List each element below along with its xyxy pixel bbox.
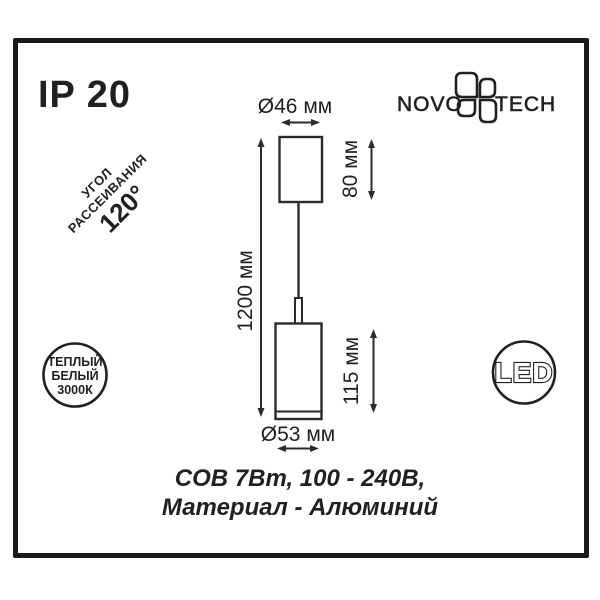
dim-body-height: 115 мм — [340, 329, 377, 413]
dim-suspension-length: 1200 мм — [234, 138, 265, 417]
dim-suspension-length-label: 1200 мм — [234, 250, 257, 331]
novotech-logo: NOVO TECH — [397, 71, 556, 124]
dim-canopy-diameter-label: Ø46 мм — [258, 95, 332, 118]
dim-body-height-label: 115 мм — [340, 337, 363, 405]
arrowhead-up-icon — [368, 139, 375, 148]
arrowhead-left-icon — [277, 445, 286, 452]
warm-white-badge-circle — [42, 342, 108, 408]
arrowhead-down-icon — [257, 408, 265, 417]
border-frame — [13, 38, 589, 558]
warm-white-badge: ТЕПЛЫЙ БЕЛЫЙ 3000К — [42, 342, 108, 408]
warm-white-line-2: БЕЛЫЙ — [51, 368, 98, 383]
dim-canopy-height-label: 80 мм — [339, 140, 362, 198]
lamp-drawing — [274, 135, 324, 421]
spec-text: COB 7Вт, 100 - 240В, Материал - Алюминий — [0, 464, 600, 522]
led-badge: LED — [491, 340, 557, 405]
arrowhead-down-icon — [368, 191, 375, 200]
dim-body-diameter-label: Ø53 мм — [261, 423, 335, 446]
arrowhead-down-icon — [370, 404, 377, 413]
dim-canopy-height: 80 мм — [339, 139, 375, 200]
logo-text-tech: TECH — [495, 93, 556, 116]
arrowhead-right-icon — [310, 445, 319, 452]
logo-petal-bottom-left — [456, 98, 477, 118]
arrowhead-left-icon — [281, 119, 290, 126]
led-badge-label: LED — [495, 357, 554, 388]
dim-body-diameter: Ø53 мм — [261, 423, 335, 452]
logo-petal-bottom-right — [478, 98, 498, 124]
warm-white-line-1: ТЕПЛЫЙ — [48, 354, 103, 369]
spec-line-material: Материал - Алюминий — [161, 494, 439, 521]
dim-canopy-diameter: Ø46 мм — [258, 95, 332, 126]
ip-rating: IP 20 — [38, 74, 132, 116]
cord-grip — [294, 297, 303, 325]
logo-flower-icon — [454, 71, 498, 124]
led-badge-circle — [491, 340, 557, 405]
logo-petal-top-left — [454, 71, 479, 99]
logo-text-novo: NOVO — [397, 93, 463, 116]
arrowhead-up-icon — [257, 138, 265, 147]
lamp-body — [274, 322, 323, 421]
logo-petal-top-right — [478, 77, 497, 99]
canopy-body — [278, 135, 324, 204]
arrowhead-right-icon — [311, 119, 320, 126]
arrowhead-up-icon — [370, 329, 377, 338]
spec-line-power: COB 7Вт, 100 - 240В, — [174, 465, 426, 492]
warm-white-line-3: 3000К — [57, 383, 93, 397]
